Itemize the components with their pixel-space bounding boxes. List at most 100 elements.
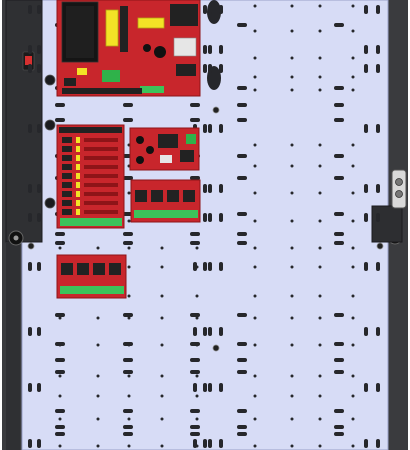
- slot: [237, 212, 247, 216]
- dot: [351, 75, 355, 79]
- led: [76, 209, 80, 215]
- slot: [28, 439, 32, 448]
- dot: [351, 56, 355, 60]
- slot: [237, 241, 247, 245]
- slot: [193, 262, 197, 271]
- dot: [318, 143, 322, 147]
- trace: [84, 156, 118, 160]
- led: [76, 146, 80, 152]
- slot: [123, 176, 133, 180]
- dot: [290, 4, 294, 8]
- slot: [37, 262, 41, 271]
- dot: [96, 316, 100, 320]
- slot: [55, 409, 65, 413]
- dot: [160, 246, 164, 250]
- slot: [37, 439, 41, 448]
- dot: [253, 143, 257, 147]
- relay-chip: [62, 164, 72, 170]
- slot: [123, 118, 133, 122]
- slot: [37, 45, 41, 54]
- slot: [203, 327, 207, 336]
- dot: [195, 265, 199, 269]
- led: [76, 182, 80, 188]
- slot: [334, 232, 344, 236]
- slot: [203, 439, 207, 448]
- dot: [96, 394, 100, 398]
- trace: [84, 201, 118, 205]
- slot: [190, 241, 200, 245]
- slot: [364, 184, 368, 193]
- slot: [364, 213, 368, 222]
- slot: [364, 124, 368, 133]
- dot: [195, 316, 199, 320]
- hinge-strip-left-panel: [5, 0, 43, 243]
- slot: [123, 432, 133, 436]
- trace: [84, 174, 118, 178]
- dot: [318, 56, 322, 60]
- dot: [160, 417, 164, 421]
- hinge-icon: [44, 74, 56, 209]
- dot: [195, 343, 199, 347]
- dot: [318, 316, 322, 320]
- slot: [237, 23, 247, 27]
- hinge-strip-left-lower: [6, 242, 20, 450]
- slot: [208, 439, 212, 448]
- slot: [37, 184, 41, 193]
- trace: [84, 165, 118, 169]
- slot: [237, 232, 247, 236]
- dot: [253, 75, 257, 79]
- slot: [219, 383, 223, 392]
- trace: [84, 138, 118, 142]
- relay-driver-board: [56, 124, 125, 229]
- relay-chip: [62, 200, 72, 206]
- dot: [253, 246, 257, 250]
- slot: [334, 432, 344, 436]
- slot: [28, 327, 32, 336]
- slot: [37, 124, 41, 133]
- slot: [190, 409, 200, 413]
- dot: [318, 164, 322, 168]
- slot: [237, 432, 247, 436]
- dot: [253, 219, 257, 223]
- slot: [208, 5, 212, 14]
- slot: [208, 124, 212, 133]
- dot: [351, 394, 355, 398]
- dot: [127, 374, 131, 378]
- slot: [190, 118, 200, 122]
- slot: [376, 383, 380, 392]
- dot: [290, 56, 294, 60]
- slot: [190, 342, 200, 346]
- dot: [351, 219, 355, 223]
- dot: [318, 75, 322, 79]
- relay-chip: [62, 137, 72, 143]
- slot: [219, 184, 223, 193]
- slot: [237, 370, 247, 374]
- slot: [37, 213, 41, 222]
- slot: [28, 64, 32, 73]
- lock-icon[interactable]: [371, 169, 407, 243]
- dot: [96, 444, 100, 448]
- slot: [334, 370, 344, 374]
- slot: [364, 383, 368, 392]
- slot: [219, 5, 223, 14]
- slot: [190, 358, 200, 362]
- slot: [334, 86, 344, 90]
- dot: [253, 374, 257, 378]
- slot: [28, 45, 32, 54]
- dot: [96, 343, 100, 347]
- dot: [253, 294, 257, 298]
- slot: [28, 184, 32, 193]
- dot: [195, 417, 199, 421]
- dot: [253, 394, 257, 398]
- slot: [123, 313, 133, 317]
- relay-chip: [62, 146, 72, 152]
- dot: [160, 394, 164, 398]
- dot: [351, 294, 355, 298]
- dot: [195, 246, 199, 250]
- dot: [318, 374, 322, 378]
- slot: [55, 358, 65, 362]
- slot: [193, 383, 197, 392]
- dot: [253, 4, 257, 8]
- capacitor: [105, 9, 119, 47]
- slot: [208, 327, 212, 336]
